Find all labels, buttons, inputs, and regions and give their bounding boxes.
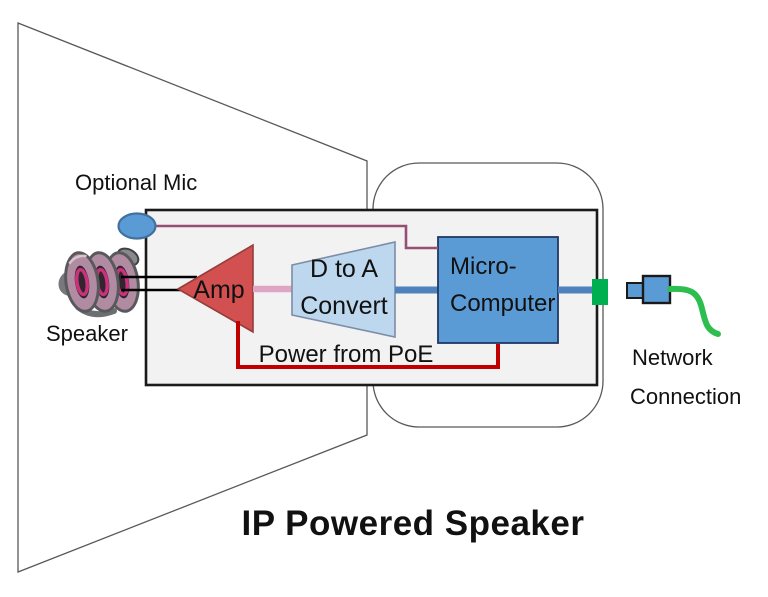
micro-label-line1: Micro- xyxy=(450,253,517,280)
power-line xyxy=(236,321,500,369)
optional-mic-label: Optional Mic xyxy=(75,170,197,195)
dtoa-trapezoid xyxy=(291,241,396,338)
mic-icon xyxy=(117,212,157,240)
ethernet-plug-icon xyxy=(626,274,721,337)
micro-label-line2: Computer xyxy=(450,290,555,317)
amp-label: Amp xyxy=(193,276,244,304)
network-cable xyxy=(667,285,721,337)
mic-line xyxy=(154,224,438,250)
diagram-title: IP Powered Speaker xyxy=(242,504,585,543)
micro-computer-box xyxy=(437,236,559,344)
speaker-coil-illustration xyxy=(58,247,140,318)
dtoa-label-line1: D to A xyxy=(310,255,378,283)
dtoa-label-line2: Convert xyxy=(300,292,388,320)
plug-body xyxy=(641,274,672,305)
plug-tip xyxy=(626,282,645,299)
poe-connector xyxy=(592,279,608,305)
network-label-line1: Network xyxy=(632,345,714,370)
coil-loop-front xyxy=(64,251,100,313)
network-label-line2: Connection xyxy=(630,384,741,409)
loop-highlight xyxy=(68,254,87,265)
speaker-label: Speaker xyxy=(46,321,128,346)
power-from-poe-label: Power from PoE xyxy=(259,341,434,368)
loop-magenta-ring xyxy=(75,267,89,297)
